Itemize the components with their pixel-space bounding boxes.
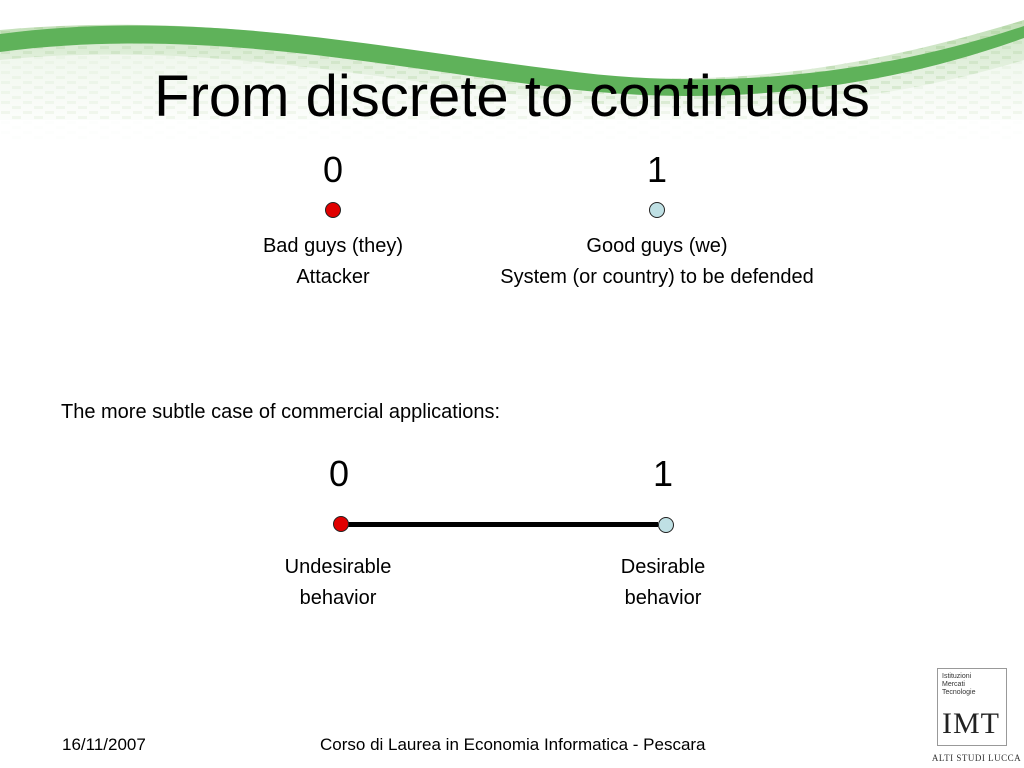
good-guys-line1: Good guys (we) [586,235,728,257]
bad-guys-line2: Attacker [296,266,370,288]
continuous-one-label: 1 [652,453,674,494]
intro-text: The more subtle case of commercial appli… [61,401,501,423]
imt-logo-small-text: Istituzioni Mercati Tecnologie [942,673,976,696]
header-banner [0,0,1024,160]
footer-date: 16/11/2007 [62,735,146,754]
desirable-line1: Desirable [620,556,706,578]
discrete-zero-label: 0 [322,149,344,190]
footer-course: Corso di Laurea in Economia Informatica … [320,735,706,754]
undesirable-line1: Undesirable [284,556,392,578]
undesirable-line2: behavior [299,587,377,609]
imt-logo-box: Istituzioni Mercati Tecnologie IMT [937,668,1007,746]
undesirable-dot [333,516,349,532]
imt-logo-acronym: IMT [942,707,1000,740]
good-guys-line2: System (or country) to be defended [500,266,814,288]
continuum-line [340,522,658,527]
discrete-one-label: 1 [646,149,668,190]
bad-guys-line1: Bad guys (they) [262,235,404,257]
bad-guys-caption: Bad guys (they) Attacker [213,231,453,293]
desirable-caption: Desirable behavior [563,552,763,614]
slide-title: From discrete to continuous [154,64,870,129]
imt-logo-subtitle: ALTI STUDI LUCCA [931,753,1022,763]
desirable-line2: behavior [624,587,702,609]
good-guys-dot [649,202,665,218]
desirable-dot [658,517,674,533]
bad-guys-dot [325,202,341,218]
good-guys-caption: Good guys (we) System (or country) to be… [447,231,867,293]
imt-logo: Istituzioni Mercati Tecnologie IMT ALTI … [929,662,1024,768]
undesirable-caption: Undesirable behavior [238,552,438,614]
continuous-zero-label: 0 [328,453,350,494]
